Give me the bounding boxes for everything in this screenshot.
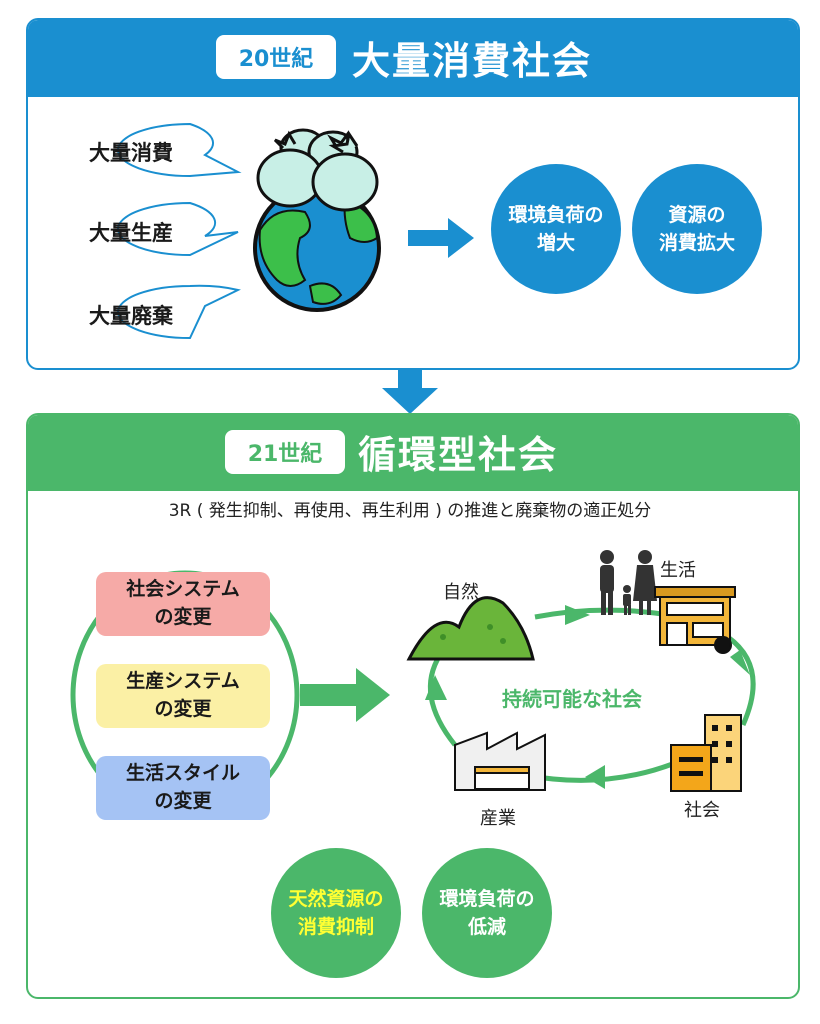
family-icon: [600, 550, 657, 615]
bubble-mass-production: 大量生産: [89, 221, 173, 245]
garbage-bag-icon: [256, 128, 379, 212]
social-system-change-box: 社会システム の変更: [96, 572, 270, 636]
three-r-subtitle: 3R ( 発生抑制、再使用、再生利用 ) の推進と廃棄物の適正処分: [168, 501, 652, 521]
panel-title-mass-consumption: 大量消費社会: [352, 39, 593, 83]
production-system-change-box: 生産システム の変更: [96, 664, 270, 728]
outcome-environmental-load-reduction: 環境負荷の 低減: [422, 848, 552, 978]
bubble-mass-disposal: 大量廃棄: [89, 304, 173, 328]
speech-bubble-1: [117, 122, 242, 178]
era-label-21st: 21世紀: [225, 430, 345, 474]
earth-with-garbage-icon: [253, 128, 381, 312]
panel-header: [28, 20, 798, 97]
cycle-arrowheads: [425, 605, 750, 789]
life-label: 生活: [660, 560, 696, 581]
era-label-20th: 20世紀: [216, 35, 336, 79]
recycling-society-panel: [26, 413, 800, 999]
industry-label: 産業: [480, 808, 516, 829]
result-environmental-load-increase: 環境負荷の 増大: [491, 164, 621, 294]
speech-bubble-3: [117, 284, 241, 340]
panel-header: [28, 415, 798, 491]
result-resource-consumption-expansion: 資源の 消費拡大: [632, 164, 762, 294]
arrow-right-icon: [408, 218, 474, 258]
building-icon: [670, 714, 742, 792]
sustainable-society-label: 持続可能な社会: [502, 687, 642, 711]
speech-bubble-2: [117, 201, 239, 257]
mountain-icon: [406, 596, 535, 661]
lifestyle-change-box: 生活スタイル の変更: [96, 756, 270, 820]
panel-title-recycling-society: 循環型社会: [358, 433, 559, 477]
outcome-natural-resource-restraint: 天然資源の 消費抑制: [271, 848, 401, 978]
sustainable-cycle-diagram: [406, 550, 756, 792]
factory-icon: [454, 731, 546, 791]
arrow-right-icon: [300, 668, 390, 722]
nature-label: 自然: [443, 582, 479, 603]
bubble-mass-consumption: 大量消費: [89, 141, 173, 165]
society-label: 社会: [684, 800, 720, 821]
down-arrow-icon: [382, 368, 438, 414]
house-icon: [654, 586, 736, 654]
